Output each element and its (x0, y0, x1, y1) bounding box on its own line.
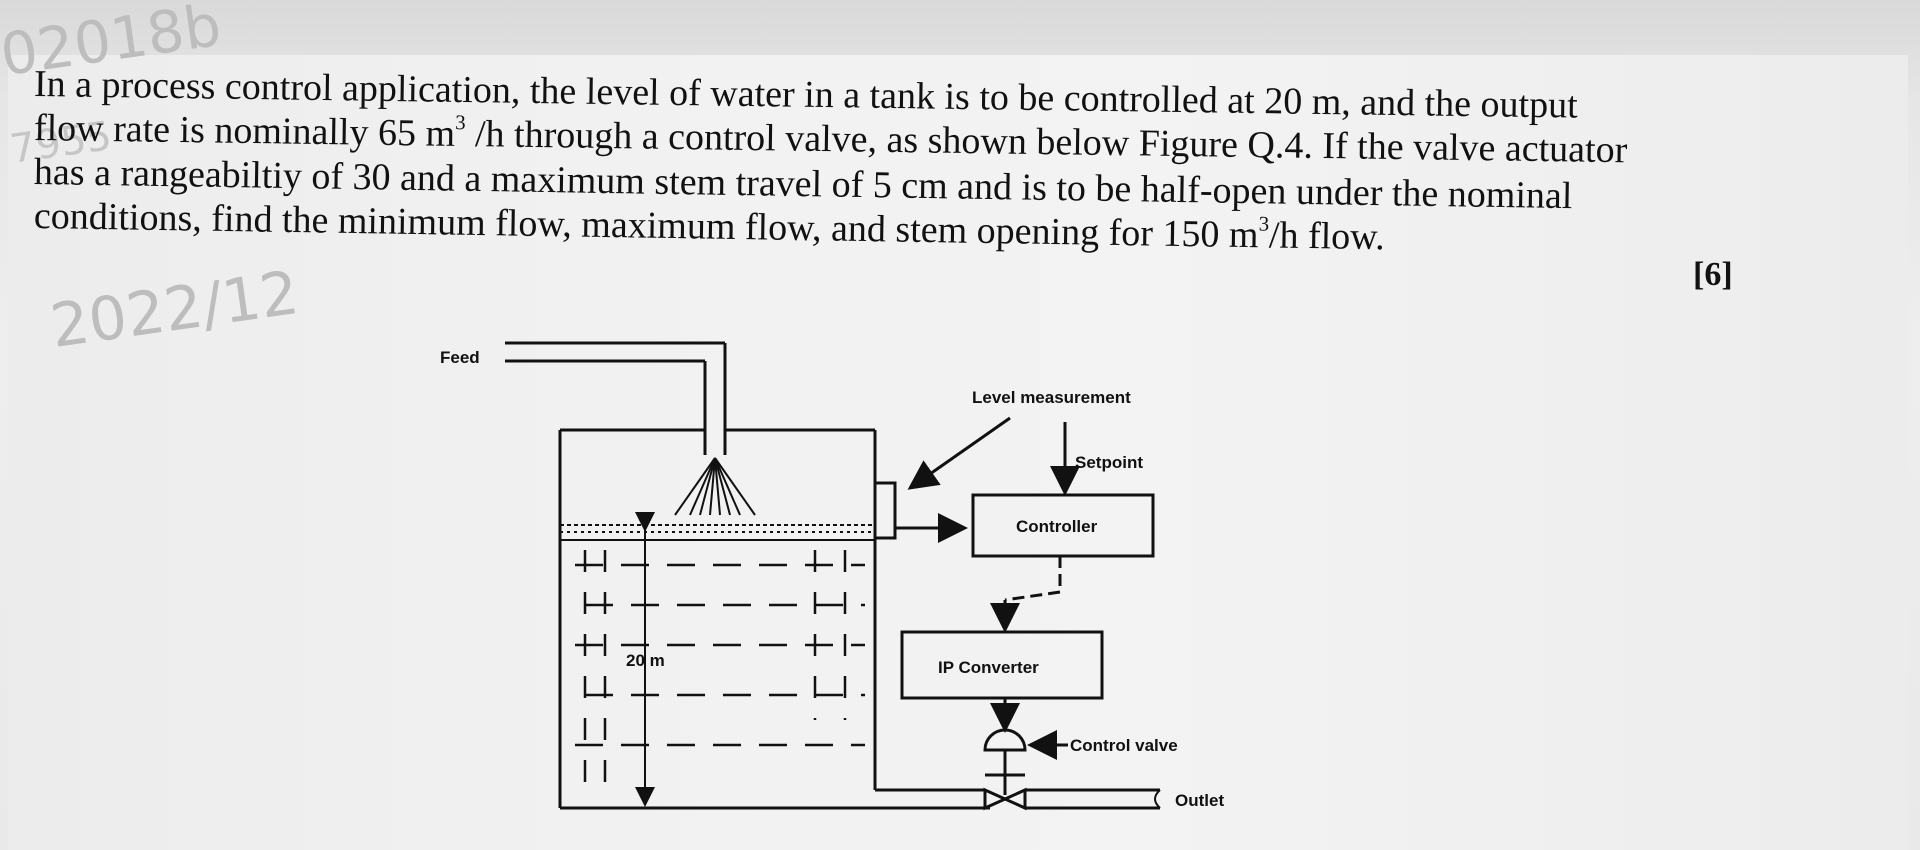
outlet-pipe (875, 788, 1161, 810)
outlet-label: Outlet (1175, 791, 1224, 810)
question-sheet (8, 55, 1908, 850)
level-sensor (873, 416, 1011, 543)
setpoint-label: Setpoint (1075, 453, 1143, 472)
level-measurement-label: Level measurement (972, 388, 1131, 407)
tank (558, 428, 990, 810)
ip-converter-label: IP Converter (938, 658, 1039, 677)
height-label: 20 m (626, 651, 665, 670)
ip-converter-box (900, 630, 1104, 700)
water-body (575, 563, 865, 747)
controller-label: Controller (1016, 517, 1098, 536)
question-marks: [6] (1693, 256, 1733, 293)
water-surface (560, 524, 875, 541)
control-valve-label: Control valve (1070, 736, 1178, 755)
controller-ip-signal (990, 556, 1062, 633)
water-verticals (583, 550, 847, 800)
feed-label: Feed (440, 348, 480, 367)
feed-spray (674, 457, 756, 516)
control-valve-symbol (983, 728, 1027, 811)
feed-pipe (505, 341, 727, 455)
